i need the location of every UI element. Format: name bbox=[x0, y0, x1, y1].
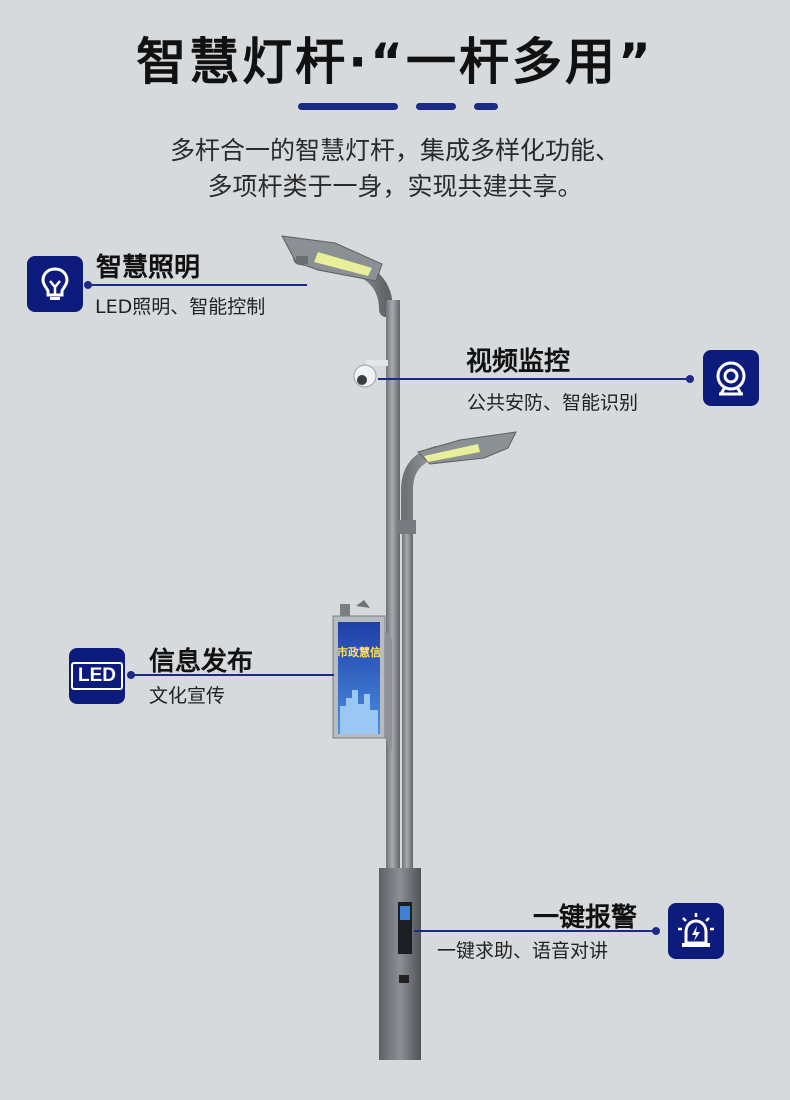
led-icon: LED bbox=[71, 662, 123, 690]
led-icon-box: LED bbox=[69, 648, 125, 704]
connector-dot-alarm bbox=[652, 927, 660, 935]
cctv-camera bbox=[353, 360, 388, 388]
connector-dot-lighting bbox=[84, 281, 92, 289]
connector-line-lighting bbox=[87, 284, 307, 286]
page-title: 智慧灯杆·“一杆多用” bbox=[136, 33, 654, 91]
feature-desc-lighting: LED照明、智能控制 bbox=[95, 296, 266, 318]
connector-line-alarm bbox=[414, 930, 656, 932]
connector-line-video bbox=[378, 378, 690, 380]
subtitle: 多杆合一的智慧灯杆，集成多样化功能、 多项杆类于一身，实现共建共享。 bbox=[0, 133, 790, 205]
camera-icon bbox=[716, 361, 746, 396]
title-underline bbox=[0, 103, 790, 111]
connector-line-info bbox=[130, 674, 334, 676]
feature-title-alarm: 一键报警 bbox=[533, 903, 638, 933]
pole-base-cabinet bbox=[379, 868, 421, 1060]
led-screen: 市政慧信 bbox=[332, 600, 392, 752]
connector-dot-video bbox=[686, 375, 694, 383]
feature-desc-video: 公共安防、智能识别 bbox=[467, 392, 639, 414]
feature-desc-info: 文化宣传 bbox=[149, 685, 226, 707]
screen-text: 市政慧信 bbox=[337, 645, 381, 659]
alarm-icon-box bbox=[668, 903, 724, 959]
camera-icon-box bbox=[703, 350, 759, 406]
connector-dot-info bbox=[127, 671, 135, 679]
feature-title-video: 视频监控 bbox=[466, 347, 571, 377]
subtitle-line-2: 多项杆类于一身，实现共建共享。 bbox=[207, 172, 583, 201]
feature-desc-alarm: 一键求助、语音对讲 bbox=[437, 940, 609, 962]
alarm-icon bbox=[678, 913, 714, 947]
subtitle-line-1: 多杆合一的智慧灯杆，集成多样化功能、 bbox=[169, 136, 620, 165]
lightbulb-icon bbox=[41, 267, 69, 300]
feature-title-info: 信息发布 bbox=[149, 647, 254, 677]
feature-title-lighting: 智慧照明 bbox=[96, 253, 201, 283]
lightbulb-icon-box bbox=[27, 256, 83, 312]
main-pole bbox=[386, 300, 400, 870]
